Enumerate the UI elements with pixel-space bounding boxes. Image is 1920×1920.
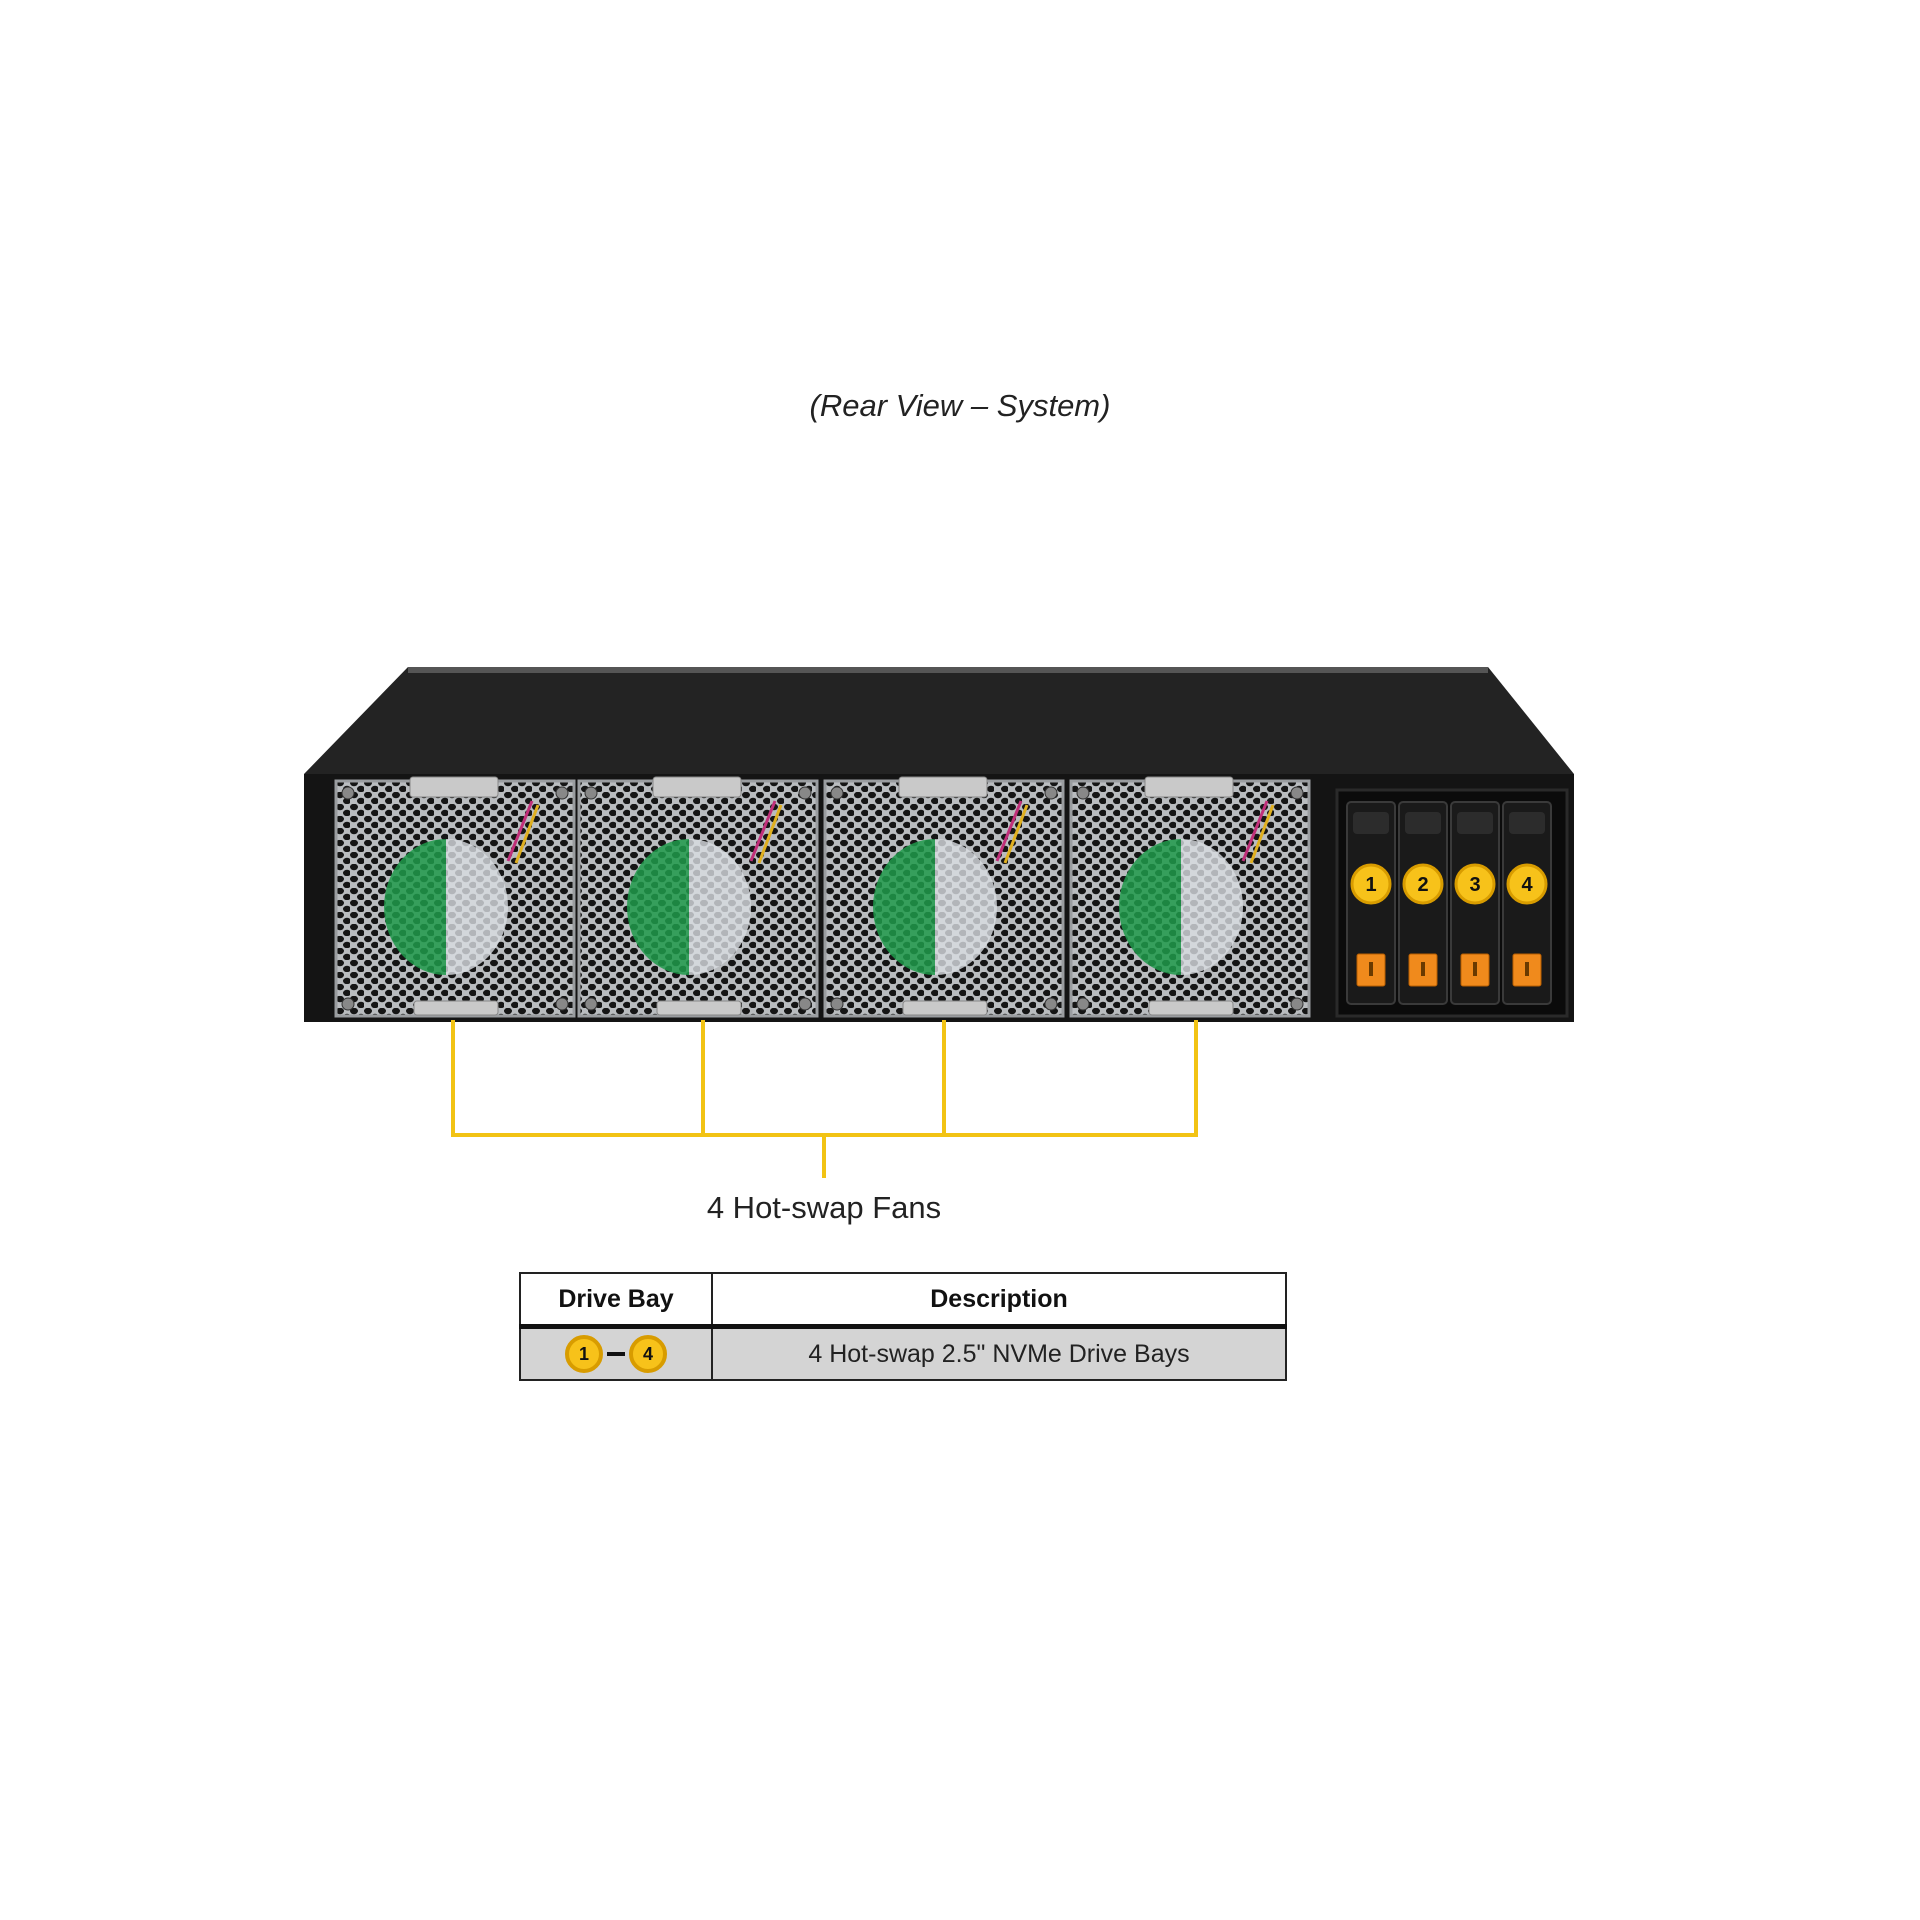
fan-wire bbox=[1241, 800, 1269, 862]
fan-wire bbox=[506, 800, 534, 862]
drive-bay-3[interactable]: 3 bbox=[1450, 801, 1500, 1005]
screw-icon bbox=[341, 997, 355, 1011]
drive-bay-2[interactable]: 2 bbox=[1398, 801, 1448, 1005]
fan-top-handle[interactable] bbox=[1144, 776, 1234, 798]
bay-number-badge bbox=[1402, 863, 1444, 905]
fan-hub-label bbox=[873, 839, 935, 975]
fan-bottom-handle[interactable] bbox=[413, 1000, 499, 1016]
fan-wire bbox=[749, 800, 777, 862]
screw-icon bbox=[1076, 997, 1090, 1011]
fan-bottom-handle[interactable] bbox=[1148, 1000, 1234, 1016]
fan-hub-label bbox=[627, 839, 689, 975]
screw-icon bbox=[1044, 997, 1058, 1011]
screw-icon bbox=[1076, 786, 1090, 800]
screw-icon bbox=[798, 997, 812, 1011]
screw-icon bbox=[798, 786, 812, 800]
fan-hub-label bbox=[384, 839, 446, 975]
bay-number: 1 bbox=[1365, 874, 1376, 896]
fan-hub-label bbox=[1119, 839, 1181, 975]
fan-top-handle[interactable] bbox=[652, 776, 742, 798]
fan-module[interactable] bbox=[1069, 776, 1311, 1018]
release-icon bbox=[1473, 962, 1477, 976]
screw-icon bbox=[830, 786, 844, 800]
drive-latch[interactable] bbox=[1353, 812, 1389, 834]
screw-icon bbox=[584, 997, 598, 1011]
release-icon bbox=[1421, 962, 1425, 976]
fans-label: 4 Hot-swap Fans bbox=[706, 1190, 942, 1225]
bay-number: 3 bbox=[1469, 874, 1480, 896]
drive-latch[interactable] bbox=[1405, 812, 1441, 834]
fan-blades bbox=[689, 839, 751, 975]
fan-module[interactable] bbox=[334, 776, 576, 1018]
fan-wire bbox=[995, 800, 1023, 862]
bay-badge-to: 4 bbox=[629, 1335, 667, 1373]
screw-icon bbox=[341, 786, 355, 800]
fan-wire bbox=[1003, 804, 1029, 864]
fan-blades bbox=[1181, 839, 1243, 975]
fan-module[interactable] bbox=[823, 776, 1065, 1018]
fan-blades bbox=[935, 839, 997, 975]
screw-icon bbox=[830, 997, 844, 1011]
screw-icon bbox=[1044, 786, 1058, 800]
screw-icon bbox=[555, 786, 569, 800]
drive-bay-description: 4 Hot-swap 2.5" NVMe Drive Bays bbox=[711, 1325, 1287, 1381]
bay-number: 4 bbox=[1521, 874, 1533, 896]
fans-callout-bracket bbox=[451, 1020, 1198, 1178]
chassis-top bbox=[304, 667, 1574, 774]
bay-number-badge bbox=[1454, 863, 1496, 905]
view-title: (Rear View – System) bbox=[809, 388, 1111, 423]
release-icon bbox=[1525, 962, 1529, 976]
fan-top-handle[interactable] bbox=[898, 776, 988, 798]
screw-icon bbox=[1290, 786, 1304, 800]
screw-icon bbox=[584, 786, 598, 800]
bay-number-badge bbox=[1350, 863, 1392, 905]
fan-bottom-handle[interactable] bbox=[902, 1000, 988, 1016]
drive-latch[interactable] bbox=[1509, 812, 1545, 834]
fan-wire bbox=[757, 804, 783, 864]
drive-bay-4[interactable]: 4 bbox=[1502, 801, 1552, 1005]
fan-blades bbox=[446, 839, 508, 975]
bay-number-badge bbox=[1506, 863, 1548, 905]
fan-wire bbox=[514, 804, 540, 864]
range-dash bbox=[607, 1352, 625, 1356]
screw-icon bbox=[555, 997, 569, 1011]
fan-wire bbox=[1249, 804, 1275, 864]
bay-number: 2 bbox=[1417, 874, 1428, 896]
release-icon bbox=[1369, 962, 1373, 976]
header-drive-bay: Drive Bay bbox=[519, 1272, 713, 1329]
screw-icon bbox=[1290, 997, 1304, 1011]
fan-module[interactable] bbox=[577, 776, 819, 1018]
header-description: Description bbox=[711, 1272, 1287, 1329]
fan-top-handle[interactable] bbox=[409, 776, 499, 798]
bay-badge-from: 1 bbox=[565, 1335, 603, 1373]
drive-latch[interactable] bbox=[1457, 812, 1493, 834]
drive-bay-1[interactable]: 1 bbox=[1346, 801, 1396, 1005]
fan-bottom-handle[interactable] bbox=[656, 1000, 742, 1016]
